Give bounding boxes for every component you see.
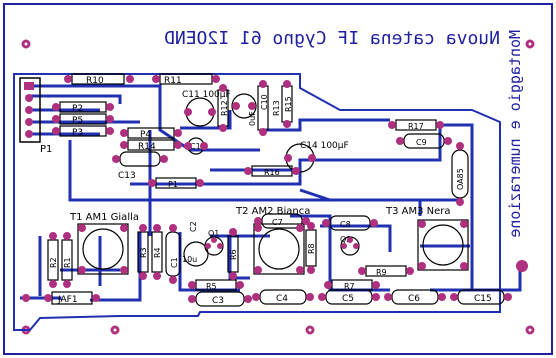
mounting-hole xyxy=(525,39,535,49)
label-r3: R3 xyxy=(139,247,148,258)
label-c14: C14 100μF xyxy=(300,141,349,151)
cap-c1-electrolytic xyxy=(183,241,209,267)
mounting-hole xyxy=(21,39,31,49)
label-t3: T3 AM3 Nera xyxy=(385,206,451,217)
label-r4: R4 xyxy=(153,247,162,258)
label-c3: C3 xyxy=(212,296,224,306)
label-jaf1: JAF1 xyxy=(57,295,78,305)
output-pad xyxy=(516,260,528,272)
label-c8: C8 xyxy=(340,220,351,229)
label-c12: C12 xyxy=(190,142,206,151)
label-r8: R8 xyxy=(307,243,316,254)
label-oa85: OA85 xyxy=(456,168,465,190)
transformers xyxy=(77,219,469,275)
label-c4: C4 xyxy=(276,294,288,304)
label-c15: C15 xyxy=(474,294,492,304)
copper-traces xyxy=(20,84,522,302)
label-r11: R11 xyxy=(164,76,182,86)
cap-c13 xyxy=(119,151,161,167)
label-r17: R17 xyxy=(408,122,424,131)
label-t2: T2 AM2 Bianca xyxy=(235,206,310,217)
label-r12: R12 xyxy=(220,100,229,116)
label-r10: R10 xyxy=(86,76,104,86)
label-p1: P1 xyxy=(40,144,52,155)
mounting-hole xyxy=(525,325,535,335)
label-q2: Q2 xyxy=(340,235,351,244)
mounting-hole xyxy=(110,325,120,335)
label-r14: R14 xyxy=(138,142,156,152)
label-c5: C5 xyxy=(342,294,354,304)
label-q1: Q1 xyxy=(208,229,219,238)
label-c13: C13 xyxy=(118,171,136,181)
label-r2: R2 xyxy=(49,257,58,268)
mounting-hole xyxy=(305,325,315,335)
label-c11: C11 100μF xyxy=(182,90,231,100)
label-p5: P5 xyxy=(72,116,83,126)
label-p4: P4 xyxy=(140,130,151,140)
board-title: Nuova catena IF Cygno 61 I2OEND xyxy=(164,28,500,49)
label-r15: R15 xyxy=(284,96,293,112)
label-c9: C9 xyxy=(416,138,427,147)
label-c2: C2 xyxy=(189,221,198,232)
label-r1: R1 xyxy=(63,257,72,268)
label-c7: C7 xyxy=(272,218,283,227)
label-c10-value: 0uF xyxy=(248,111,257,126)
board-frame xyxy=(3,3,553,355)
label-r5: R5 xyxy=(206,282,217,291)
board-side-text: Montaggio e numerazione xyxy=(506,30,524,238)
board-outline xyxy=(13,73,501,331)
label-r6: R6 xyxy=(229,249,238,260)
pads xyxy=(22,75,512,303)
label-r13: R13 xyxy=(272,100,281,116)
label-p3: P3 xyxy=(72,128,83,138)
connector-p1: P1 xyxy=(19,77,52,155)
label-c10: C10 xyxy=(260,94,269,110)
label-t1: T1 AM1 Gialla xyxy=(69,212,139,223)
label-p2: P2 xyxy=(72,104,83,114)
cap-c1 xyxy=(165,231,181,277)
label-c1-value: 10u xyxy=(182,255,197,264)
label-r7: R7 xyxy=(344,282,355,291)
label-c1: C1 xyxy=(170,257,179,268)
label-r16: R16 xyxy=(264,168,280,177)
label-c6: C6 xyxy=(408,294,420,304)
label-r9: R9 xyxy=(376,268,387,277)
label-p1b: P1 xyxy=(168,180,178,189)
